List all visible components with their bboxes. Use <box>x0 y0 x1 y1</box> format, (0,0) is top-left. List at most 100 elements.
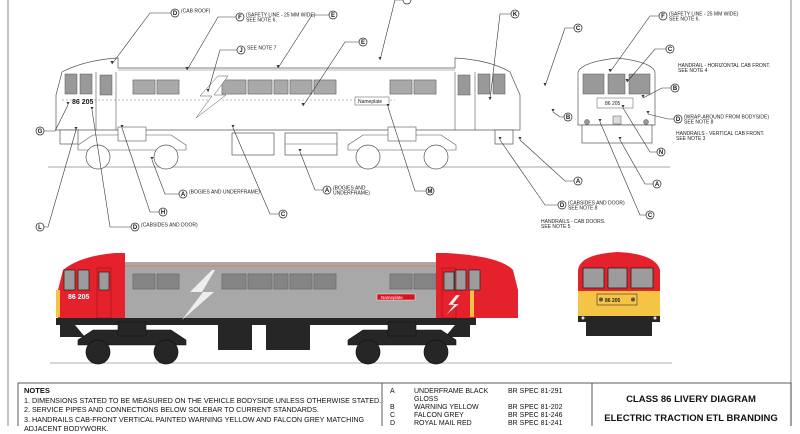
spec-name: ROYAL MAIL RED <box>414 420 472 427</box>
callout-c: C <box>231 125 288 219</box>
bogie-frame <box>77 329 187 346</box>
callout-circle <box>278 209 288 219</box>
callout-circle <box>557 200 567 210</box>
leader-line <box>489 13 511 101</box>
callout-a: A <box>618 137 662 189</box>
notes-heading: NOTES <box>24 386 50 395</box>
callout-m: M <box>386 104 435 196</box>
arrow-icon <box>625 79 629 82</box>
callout-letter: D <box>560 203 565 209</box>
callout-circle <box>236 45 246 55</box>
arrow-icon <box>90 107 94 110</box>
wheel <box>153 144 179 170</box>
leader-line <box>151 159 179 195</box>
callout-circle <box>35 126 45 136</box>
arrow-icon <box>298 149 302 152</box>
spec-code: A <box>390 388 395 395</box>
callout-letter: M <box>428 189 433 195</box>
callout-l: L <box>35 127 78 232</box>
spec-name: UNDERFRAME BLACK GLOSS <box>414 388 489 403</box>
callout-k: K <box>488 9 520 101</box>
spec-name: WARNING YELLOW <box>414 404 479 411</box>
callout-n: N <box>621 105 666 157</box>
nameplate-outline <box>354 96 390 106</box>
handrails-vertical-label: HANDRAILS - VERTICAL CAB FRONT.SEE NOTE … <box>676 131 764 142</box>
callout-letter: C <box>648 213 653 219</box>
callout-circle <box>158 207 168 217</box>
callout-letter: K <box>513 12 518 18</box>
callout-letter: B <box>566 115 571 121</box>
callout-f: F(SAFETY LINE - 25 MM WIDE)SEE NOTE 6. <box>185 12 316 71</box>
loco-number: 86 205 <box>68 294 90 301</box>
spec-code: B <box>390 404 395 411</box>
leader-line <box>626 48 666 83</box>
arrow-icon <box>301 103 305 106</box>
notes-box <box>17 382 792 426</box>
callout-circle <box>425 186 435 196</box>
leader-line <box>599 121 646 216</box>
grille <box>156 79 180 95</box>
nameplate <box>376 293 416 301</box>
callout-circle <box>665 44 675 54</box>
wheel <box>153 339 179 365</box>
callout-circle <box>178 189 188 199</box>
callout-letter: F <box>238 15 242 21</box>
leader-line <box>207 49 237 93</box>
callout-letter: A <box>576 179 581 185</box>
arrow-icon <box>185 67 189 70</box>
callout-letter: F <box>661 14 665 20</box>
callout-circle <box>658 11 668 21</box>
callout-letter: B <box>673 86 678 92</box>
arrow-icon <box>150 157 154 160</box>
callout-c: C <box>598 119 655 220</box>
callout-b: B <box>551 109 573 122</box>
callout-letter: N <box>659 150 663 156</box>
callout-a: A <box>518 137 583 186</box>
callout-h: H <box>120 125 168 217</box>
callout-note: SEE NOTE 7 <box>247 46 277 52</box>
callout-circle <box>563 112 573 122</box>
side-elevation-outline <box>48 57 560 170</box>
grille <box>413 79 437 95</box>
traction-motor <box>387 321 417 337</box>
etl-logo-outline <box>195 75 229 119</box>
leader-line <box>544 27 574 87</box>
spec-name: FALCON GREY <box>414 412 464 419</box>
callout-f: F(SAFETY LINE - 25 MM WIDE)SEE NOTE 6. <box>608 11 739 73</box>
callout-d: D(WRAP-AROUND FROM BODYSIDE)SEE NOTE 8 <box>646 111 769 126</box>
wheel <box>85 339 111 365</box>
leader-line <box>232 127 279 215</box>
grille <box>132 79 156 95</box>
callout-circle <box>130 222 140 232</box>
callout-note: SEE NOTE 6. <box>246 18 277 24</box>
callout-note: SEE NOTE 9 <box>378 0 443 61</box>
arrow-icon <box>498 137 502 140</box>
etl-logo-small <box>445 294 461 316</box>
arrow-icon <box>206 89 210 92</box>
spec-ref: BR SPEC 81-246 <box>508 412 563 419</box>
callout-circle <box>510 9 520 19</box>
loco-number-outline: 86 205 <box>72 99 94 106</box>
spec-ref: BR SPEC 81-241 <box>508 420 563 427</box>
callout-circle <box>358 37 368 47</box>
spec-ref: BR SPEC 81-291 <box>508 388 563 395</box>
leader-line <box>186 16 236 71</box>
loco-number-end-outline: 86 205 <box>605 101 621 107</box>
callout-e: E <box>276 10 338 69</box>
wheel <box>423 144 449 170</box>
arrow-icon <box>231 125 235 128</box>
grille <box>156 273 180 290</box>
callout-letter: C <box>668 47 673 53</box>
diagram-title: CLASS 86 LIVERY DIAGRAM <box>626 394 756 405</box>
callout-circle <box>656 147 666 157</box>
arrow-icon <box>66 102 70 105</box>
leader-line <box>642 87 671 99</box>
callout-c: C <box>625 44 675 83</box>
callout-letter: D <box>676 117 681 123</box>
loco-number-end: 86 205 <box>605 298 621 304</box>
callout-c: C <box>543 23 583 87</box>
leader-line <box>302 41 359 107</box>
spec-code: C <box>390 412 396 419</box>
callout-circle <box>235 12 245 22</box>
